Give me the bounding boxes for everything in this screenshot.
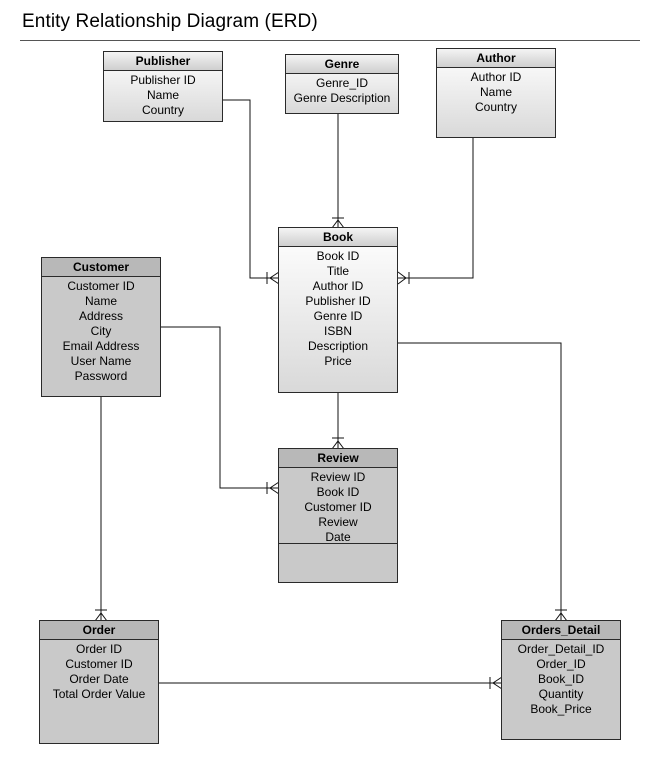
field-orders-detail-id: Order_Detail_ID bbox=[517, 642, 605, 656]
entity-review-empty-section bbox=[279, 543, 397, 582]
entity-publisher-name: Publisher bbox=[104, 52, 222, 71]
rel-customer-review bbox=[161, 326, 279, 489]
field-book-description: Description bbox=[307, 339, 369, 353]
field-publisher-country: Country bbox=[141, 103, 185, 117]
field-book-title: Title bbox=[326, 264, 350, 278]
entity-review: Review Review ID Book ID Customer ID Rev… bbox=[278, 448, 398, 583]
field-review-book-id: Book ID bbox=[316, 485, 360, 499]
field-order-total: Total Order Value bbox=[52, 687, 146, 701]
crowfoot-customer-order bbox=[94, 609, 108, 622]
entity-customer: Customer Customer ID Name Address City E… bbox=[41, 257, 161, 397]
entity-genre: Genre Genre_ID Genre Description bbox=[285, 54, 399, 114]
crowfoot-publisher-book bbox=[266, 271, 280, 285]
field-author-id: Author ID bbox=[470, 70, 522, 84]
rel-book-ordersdetail bbox=[398, 342, 562, 621]
field-book-genre-id: Genre ID bbox=[313, 309, 363, 323]
field-order-customer-id: Customer ID bbox=[65, 657, 133, 671]
entity-customer-name: Customer bbox=[42, 258, 160, 277]
field-genre-id: Genre_ID bbox=[315, 76, 369, 90]
field-customer-password: Password bbox=[74, 369, 128, 383]
field-author-country: Country bbox=[474, 100, 518, 114]
entity-author-name: Author bbox=[437, 49, 555, 68]
field-order-date: Order Date bbox=[69, 672, 129, 686]
field-review-id: Review ID bbox=[310, 470, 366, 484]
entity-genre-name: Genre bbox=[286, 55, 398, 74]
entity-author: Author Author ID Name Country bbox=[436, 48, 556, 138]
field-review-review: Review bbox=[318, 515, 358, 529]
field-book-author-id: Author ID bbox=[312, 279, 364, 293]
field-orders-detail-book-id: Book_ID bbox=[537, 672, 585, 686]
field-publisher-name: Name bbox=[146, 88, 179, 102]
field-publisher-id: Publisher ID bbox=[130, 73, 196, 87]
rel-author-book bbox=[398, 137, 474, 279]
entity-order-name: Order bbox=[40, 621, 158, 640]
crowfoot-genre-book bbox=[331, 217, 345, 229]
field-review-date: Date bbox=[325, 530, 351, 544]
field-review-customer-id: Customer ID bbox=[304, 500, 372, 514]
field-book-price: Price bbox=[324, 354, 352, 368]
field-customer-city: City bbox=[90, 324, 112, 338]
field-order-id: Order ID bbox=[75, 642, 122, 656]
field-customer-name: Name bbox=[84, 294, 117, 308]
entity-orders-detail: Orders_Detail Order_Detail_ID Order_ID B… bbox=[501, 620, 621, 740]
title-divider bbox=[20, 40, 640, 41]
field-customer-email: Email Address bbox=[62, 339, 140, 353]
crowfoot-order-ordersdetail bbox=[489, 676, 503, 690]
entity-review-name: Review bbox=[279, 449, 397, 468]
field-orders-detail-book-price: Book_Price bbox=[530, 702, 592, 716]
field-orders-detail-quantity: Quantity bbox=[538, 687, 584, 701]
field-genre-description: Genre Description bbox=[293, 91, 391, 105]
entity-order: Order Order ID Customer ID Order Date To… bbox=[39, 620, 159, 744]
field-orders-detail-order-id: Order_ID bbox=[536, 657, 586, 671]
entity-book-name: Book bbox=[279, 228, 397, 247]
field-customer-username: User Name bbox=[70, 354, 132, 368]
crowfoot-book-review bbox=[331, 437, 345, 450]
field-customer-id: Customer ID bbox=[67, 279, 135, 293]
diagram-title: Entity Relationship Diagram (ERD) bbox=[22, 11, 318, 32]
field-book-isbn: ISBN bbox=[323, 324, 352, 338]
field-book-id: Book ID bbox=[316, 249, 360, 263]
rel-publisher-book bbox=[222, 99, 279, 279]
field-author-name: Name bbox=[479, 85, 512, 99]
entity-orders-detail-name: Orders_Detail bbox=[502, 621, 620, 640]
crowfoot-book-ordersdetail bbox=[554, 609, 568, 622]
entity-book: Book Book ID Title Author ID Publisher I… bbox=[278, 227, 398, 393]
entity-publisher: Publisher Publisher ID Name Country bbox=[103, 51, 223, 122]
crowfoot-customer-review bbox=[266, 481, 280, 495]
field-book-publisher-id: Publisher ID bbox=[305, 294, 371, 308]
crowfoot-author-book bbox=[397, 271, 410, 285]
field-customer-address: Address bbox=[78, 309, 124, 323]
